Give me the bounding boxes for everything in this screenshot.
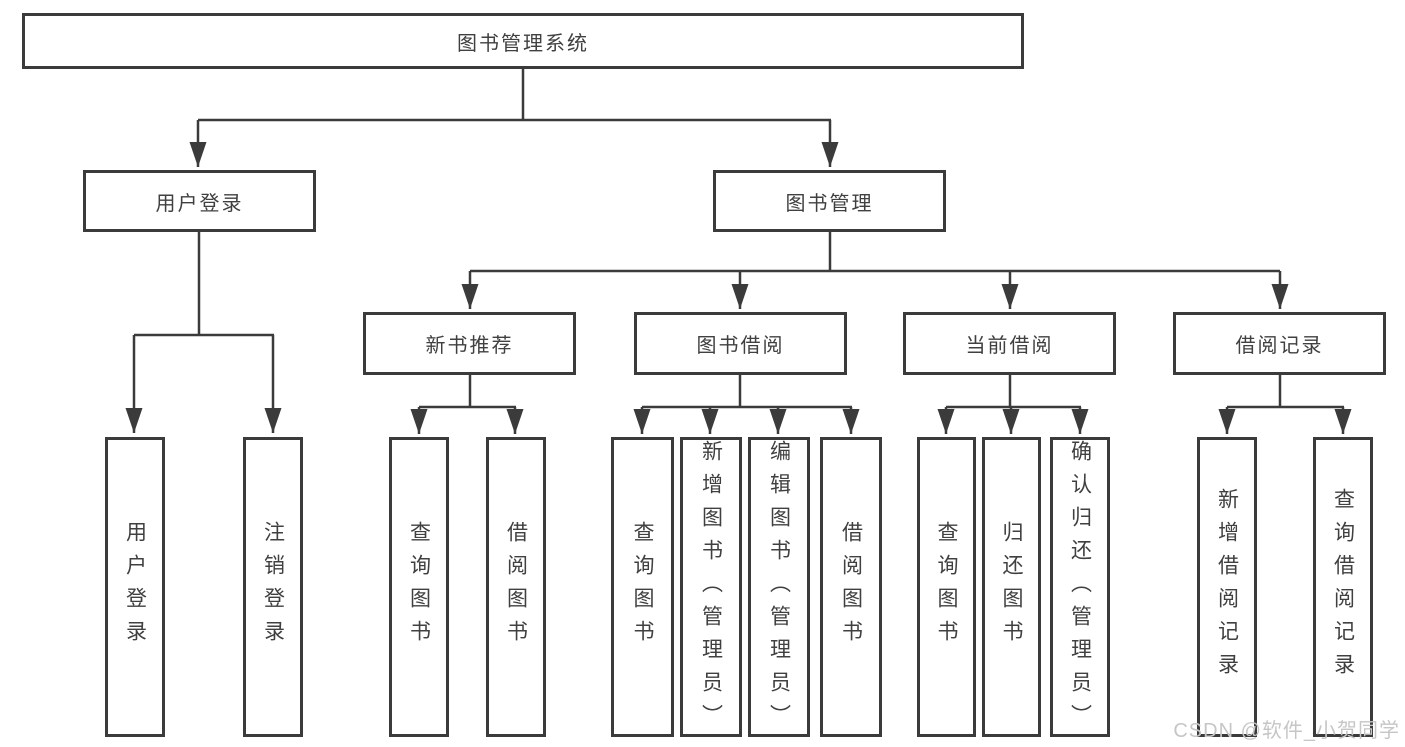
leaf-borrow-query-books: 查询图书 xyxy=(611,437,674,737)
leaf-recommend-query-books-label: 查询图书 xyxy=(407,521,431,653)
leaf-current-return-books: 归还图书 xyxy=(982,437,1041,737)
node-book-borrowing: 图书借阅 xyxy=(634,312,847,375)
leaf-records-add-record-label: 新增借阅记录 xyxy=(1215,488,1239,686)
node-new-book-recommend-label: 新书推荐 xyxy=(425,335,514,357)
leaf-logout: 注销登录 xyxy=(243,437,303,737)
node-root-label: 图书管理系统 xyxy=(457,32,589,55)
leaf-records-add-record: 新增借阅记录 xyxy=(1197,437,1257,737)
leaf-recommend-borrow-books-label: 借阅图书 xyxy=(504,521,528,653)
leaf-current-return-books-label: 归还图书 xyxy=(1000,521,1023,653)
leaf-records-query-record-label: 查询借阅记录 xyxy=(1331,488,1355,686)
connector-borrowing-records-to-leaves xyxy=(1218,375,1352,434)
connector-current-borrowing-to-leaves xyxy=(937,375,1089,434)
node-user-login-label: 用户登录 xyxy=(155,192,244,215)
connector-book-borrowing-to-leaves xyxy=(633,375,860,434)
watermark: CSDN @软件_小贺同学 xyxy=(1173,720,1400,742)
connector-new-book-recommend-to-leaves xyxy=(410,375,524,434)
leaf-records-query-record: 查询借阅记录 xyxy=(1313,437,1373,737)
node-new-book-recommend: 新书推荐 xyxy=(363,312,576,375)
leaf-borrow-borrow-books: 借阅图书 xyxy=(820,437,882,737)
node-borrowing-records: 借阅记录 xyxy=(1173,312,1386,375)
leaf-current-query-books: 查询图书 xyxy=(917,437,976,737)
leaf-borrow-edit-books-label: 编辑图书（管理员） xyxy=(767,440,791,737)
node-book-management-label: 图书管理 xyxy=(785,192,874,215)
connector-root-to-level2 xyxy=(189,69,839,167)
leaf-borrow-edit-books: 编辑图书（管理员） xyxy=(748,437,810,737)
connector-user-login-to-leaves xyxy=(125,232,282,433)
leaf-borrow-borrow-books-label: 借阅图书 xyxy=(839,521,863,653)
leaf-borrow-add-books-label: 新增图书（管理员） xyxy=(699,440,723,737)
leaf-current-confirm-return: 确认归还（管理员） xyxy=(1050,437,1110,737)
leaf-current-query-books-label: 查询图书 xyxy=(935,521,958,653)
leaf-user-login-label: 用户登录 xyxy=(123,521,147,653)
node-borrowing-records-label: 借阅记录 xyxy=(1235,335,1324,357)
leaf-logout-label: 注销登录 xyxy=(261,521,285,653)
node-current-borrowing: 当前借阅 xyxy=(903,312,1116,375)
leaf-borrow-query-books-label: 查询图书 xyxy=(631,521,654,653)
node-book-borrowing-label: 图书借阅 xyxy=(696,335,785,357)
leaf-current-confirm-return-label: 确认归还（管理员） xyxy=(1068,440,1092,737)
leaf-recommend-borrow-books: 借阅图书 xyxy=(486,437,546,737)
node-current-borrowing-label: 当前借阅 xyxy=(965,335,1054,357)
node-root: 图书管理系统 xyxy=(22,13,1024,69)
leaf-recommend-query-books: 查询图书 xyxy=(389,437,449,737)
leaf-user-login: 用户登录 xyxy=(105,437,165,737)
connector-book-management-to-level3 xyxy=(461,232,1289,309)
node-user-login: 用户登录 xyxy=(83,170,316,232)
leaf-borrow-add-books: 新增图书（管理员） xyxy=(680,437,742,737)
node-book-management: 图书管理 xyxy=(713,170,946,232)
